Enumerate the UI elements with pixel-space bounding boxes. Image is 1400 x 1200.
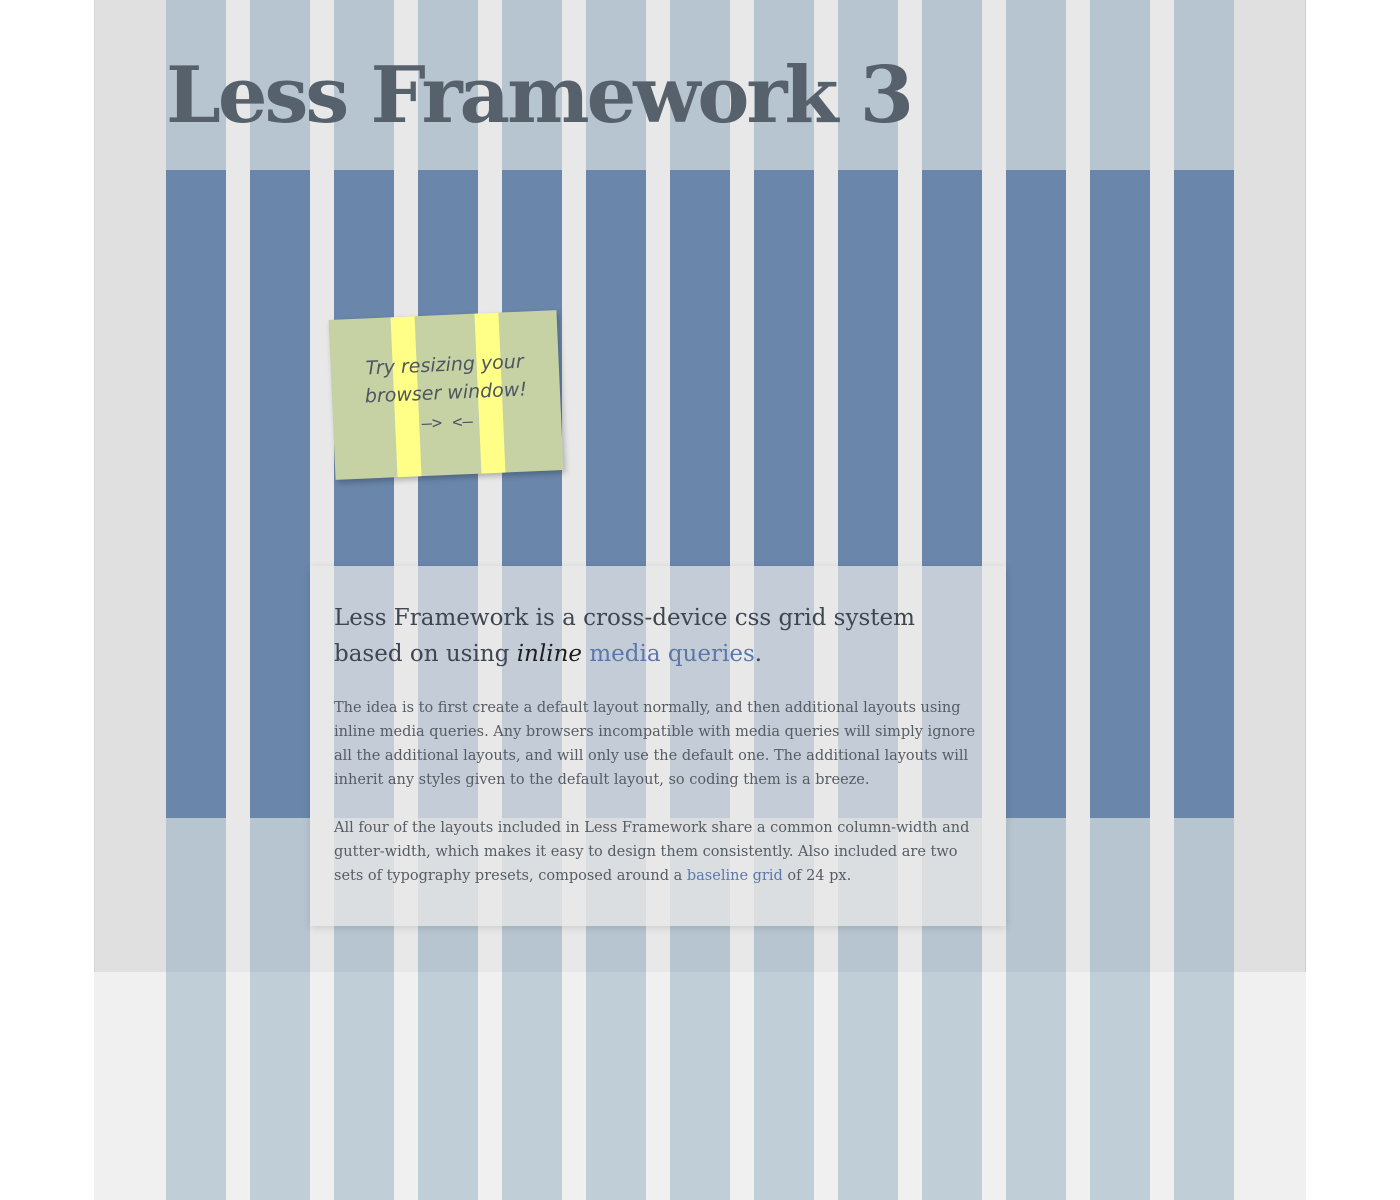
grid-gutter: [1150, 0, 1174, 972]
grid-column: [1006, 170, 1066, 818]
grid-column: [1090, 0, 1150, 170]
grid-column: [418, 0, 478, 170]
grid-column: [166, 818, 226, 972]
lead-emphasis: inline: [516, 641, 582, 667]
grid-column: [166, 972, 226, 1200]
grid-column: [250, 818, 310, 972]
grid-column: [250, 170, 310, 818]
grid-column: [586, 0, 646, 170]
grid-column: [838, 0, 898, 170]
grid-column: [1174, 170, 1234, 818]
grid-column: [754, 0, 814, 170]
grid-column: [334, 0, 394, 170]
grid-column: [1006, 972, 1066, 1200]
lead-text: Less Framework is a cross-device css gri…: [334, 605, 915, 667]
intro-paragraph-1: The idea is to first create a default la…: [334, 700, 976, 788]
grid-column: [1174, 972, 1234, 1200]
grid-column: [922, 972, 982, 1200]
grid-column: [502, 972, 562, 1200]
grid-column: [586, 972, 646, 1200]
intro-paragraph-2: All four of the layouts included in Less…: [334, 816, 984, 888]
sticky-note-text: Try resizing your browser window!: [330, 346, 560, 412]
grid-column: [166, 0, 226, 170]
grid-gutter: [1066, 0, 1090, 972]
sticky-note: Try resizing your browser window! —> <—: [328, 310, 564, 480]
grid-column: [1090, 818, 1150, 972]
grid-column: [1090, 170, 1150, 818]
grid-column: [670, 972, 730, 1200]
media-queries-link[interactable]: media queries: [589, 641, 755, 667]
grid-gutter: [226, 0, 250, 972]
grid-column: [1090, 972, 1150, 1200]
grid-column: [1174, 0, 1234, 170]
resize-arrows-icon: —> <—: [421, 411, 474, 435]
grid-column: [250, 972, 310, 1200]
outer-margin-left: [0, 0, 94, 1200]
lead-end: .: [754, 641, 763, 667]
intro-box: Less Framework is a cross-device css gri…: [310, 566, 1006, 926]
paragraph-2-end: of 24 px.: [782, 868, 852, 884]
grid-column: [838, 972, 898, 1200]
grid-column: [334, 972, 394, 1200]
grid-column: [250, 0, 310, 170]
grid-column: [1174, 818, 1234, 972]
page-title: Less Framework 3: [166, 50, 914, 141]
baseline-grid-link[interactable]: baseline grid: [686, 868, 783, 884]
grid-column: [502, 0, 562, 170]
grid-column: [754, 972, 814, 1200]
grid-column: [670, 0, 730, 170]
intro-lead: Less Framework is a cross-device css gri…: [334, 600, 974, 672]
grid-column: [418, 972, 478, 1200]
grid-column: [922, 0, 982, 170]
grid-column: [1006, 0, 1066, 170]
grid-column: [1006, 818, 1066, 972]
paragraph-2-text: All four of the layouts included in Less…: [334, 820, 970, 884]
grid-column: [166, 170, 226, 818]
